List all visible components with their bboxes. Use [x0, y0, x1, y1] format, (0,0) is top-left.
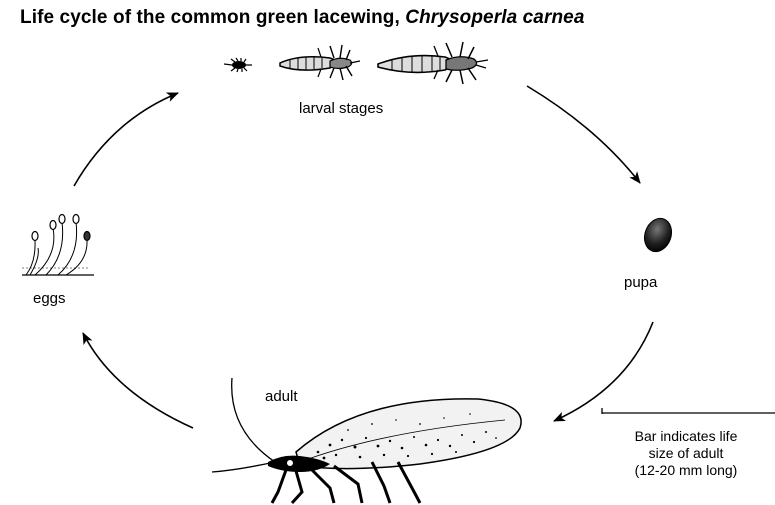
label-larval-stages: larval stages [299, 100, 383, 117]
larva-small-icon [224, 58, 252, 72]
scale-note-line-3: (12-20 mm long) [598, 462, 774, 479]
label-eggs: eggs [33, 290, 66, 307]
label-pupa: pupa [624, 274, 657, 291]
scale-note-line-2: size of adult [598, 445, 774, 462]
eggs-icon [22, 215, 94, 276]
scale-note: Bar indicates life size of adult (12-20 … [598, 428, 774, 479]
arrow-larvae-to-pupa [527, 86, 640, 183]
arrow-pupa-to-adult [554, 322, 653, 421]
label-adult: adult [265, 388, 298, 405]
adult-lacewing-icon [212, 378, 521, 503]
pupa-icon [640, 215, 676, 256]
larva-large-icon [378, 42, 488, 84]
scale-note-line-1: Bar indicates life [598, 428, 774, 445]
larva-medium-icon [280, 45, 360, 80]
arrow-adult-to-eggs [83, 333, 193, 428]
arrow-eggs-to-larvae [74, 93, 178, 186]
